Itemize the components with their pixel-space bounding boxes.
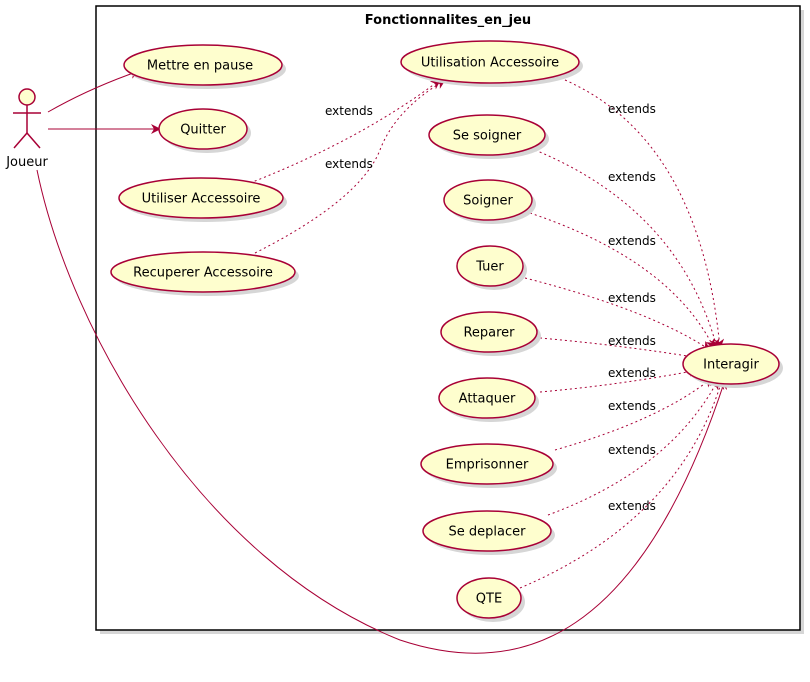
extends-label: extends <box>608 102 656 116</box>
extends-label: extends <box>608 399 656 413</box>
usecase-label: Se deplacer <box>449 525 527 540</box>
usecase-qte[interactable]: QTE <box>456 577 525 622</box>
extends-label: extends <box>608 234 656 248</box>
extend-reparer <box>539 337 701 362</box>
extend-attaquer <box>539 366 699 393</box>
usecase-utilisation-accessoire[interactable]: Utilisation Accessoire <box>400 40 583 87</box>
extends-label: extends <box>325 157 373 171</box>
usecase-tuer[interactable]: Tuer <box>456 245 527 290</box>
extends-label: extends <box>608 291 656 305</box>
actor-name: Joueur <box>5 155 48 170</box>
usecase-label: Utilisation Accessoire <box>421 56 559 71</box>
usecase-label: Tuer <box>475 260 504 275</box>
extend-emprisonner <box>554 377 713 451</box>
extends-label: extends <box>325 104 373 118</box>
usecase-label: Mettre en pause <box>147 59 253 74</box>
assoc-mettre-en-pause <box>47 69 140 113</box>
usecase-recuperer-accessoire[interactable]: Recuperer Accessoire <box>110 251 299 296</box>
association-lines <box>36 69 727 654</box>
actor-head <box>18 88 36 106</box>
extends-label: extends <box>608 443 656 457</box>
usecase-interagir[interactable]: Interagir <box>682 343 783 388</box>
extends-label: extends <box>608 499 656 513</box>
usecase-attaquer[interactable]: Attaquer <box>438 377 539 422</box>
usecase-label: Se soigner <box>453 129 522 144</box>
usecase-utiliser-accessoire[interactable]: Utiliser Accessoire <box>118 177 287 222</box>
usecase-label: QTE <box>476 592 502 607</box>
extend-recuperer-accessoire <box>254 79 446 254</box>
actor-joueur[interactable]: Joueur <box>5 88 48 170</box>
extend-utiliser-accessoire <box>249 79 441 184</box>
usecase-se-soigner[interactable]: Se soigner <box>428 114 549 159</box>
extend-tuer <box>524 277 711 351</box>
extends-label: extends <box>608 366 656 380</box>
extends-label: extends <box>608 170 656 184</box>
usecase-label: Emprisonner <box>446 458 529 473</box>
extend-utilisation-accessoire <box>564 79 725 349</box>
extend-soigner <box>529 212 715 349</box>
usecase-se-deplacer[interactable]: Se deplacer <box>422 510 555 555</box>
usecase-label: Interagir <box>703 358 759 373</box>
usecase-label: Utiliser Accessoire <box>142 192 261 207</box>
extend-se-deplacer <box>547 379 719 516</box>
package-title: Fonctionnalites_en_jeu <box>365 13 531 28</box>
extends-label: extends <box>608 334 656 348</box>
assoc-interagir <box>36 169 727 654</box>
extend-labels: extends extends extends extends extends … <box>325 102 656 513</box>
extend-lines <box>249 79 725 589</box>
usecase-quitter[interactable]: Quitter <box>158 108 251 153</box>
usecase-label: Quitter <box>180 123 226 138</box>
usecase-reparer[interactable]: Reparer <box>440 311 541 356</box>
usecase-label: Attaquer <box>459 392 516 407</box>
usecase-label: Soigner <box>463 194 513 209</box>
usecase-label: Recuperer Accessoire <box>133 266 273 281</box>
usecase-mettre-en-pause[interactable]: Mettre en pause <box>123 44 286 89</box>
usecase-emprisonner[interactable]: Emprisonner <box>420 443 557 488</box>
usecase-label: Reparer <box>463 326 515 341</box>
usecase-soigner[interactable]: Soigner <box>443 179 536 224</box>
